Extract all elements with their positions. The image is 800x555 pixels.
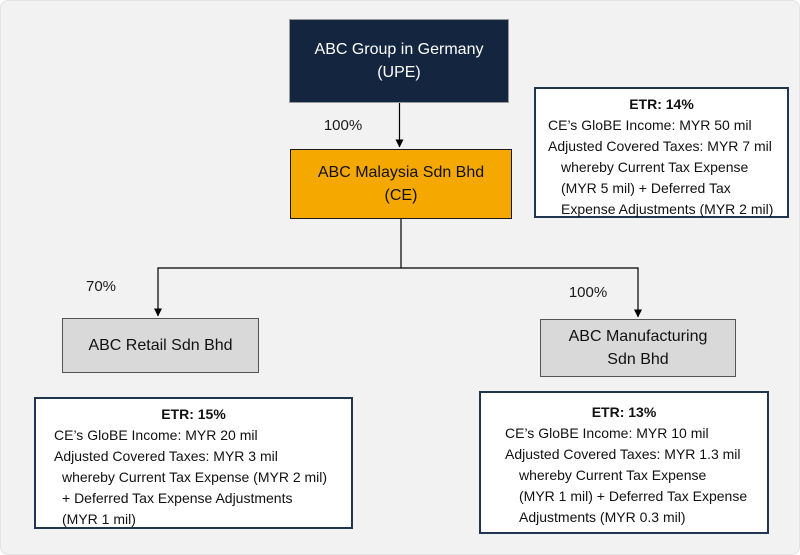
globe-income-line: CE’s GloBE Income: MYR 50 mil	[548, 117, 752, 133]
etr-title: ETR: 15%	[161, 406, 226, 422]
etr-title: ETR: 13%	[591, 404, 657, 420]
ownership-label-ce-retail: 70%	[85, 278, 117, 295]
globe-income-line: CE’s GloBE Income: MYR 20 mil	[54, 427, 258, 443]
ownership-label-upe-ce: 100%	[323, 117, 363, 134]
etr-title: ETR: 14%	[629, 96, 694, 112]
etr-callout-retail: ETR: 15% CE’s GloBE Income: MYR 20 mil A…	[34, 397, 353, 529]
etr-callout-manufacturing: ETR: 13% CE’s GloBE Income: MYR 10 mil A…	[479, 391, 769, 534]
tax-detail-lines: whereby Current Tax Expense (MYR 1 mil) …	[519, 467, 748, 525]
tax-detail-lines: whereby Current Tax Expense (MYR 2 mil) …	[62, 469, 328, 527]
node-upe-abc-group-germany: ABC Group in Germany (UPE)	[289, 19, 509, 103]
ownership-label-ce-manufacturing: 100%	[568, 284, 608, 301]
globe-income-line: CE’s GloBE Income: MYR 10 mil	[505, 425, 709, 441]
tax-detail-lines: whereby Current Tax Expense (MYR 5 mil) …	[561, 159, 774, 217]
node-abc-manufacturing: ABC Manufacturing Sdn Bhd	[540, 319, 736, 377]
covered-taxes-line: Adjusted Covered Taxes: MYR 3 mil	[54, 448, 278, 464]
covered-taxes-line: Adjusted Covered Taxes: MYR 1.3 mil	[505, 446, 741, 462]
etr-callout-ce: ETR: 14% CE’s GloBE Income: MYR 50 mil A…	[534, 87, 789, 218]
node-abc-retail: ABC Retail Sdn Bhd	[62, 318, 259, 373]
node-ce-abc-malaysia: ABC Malaysia Sdn Bhd (CE)	[290, 149, 512, 219]
covered-taxes-line: Adjusted Covered Taxes: MYR 7 mil	[548, 138, 772, 154]
